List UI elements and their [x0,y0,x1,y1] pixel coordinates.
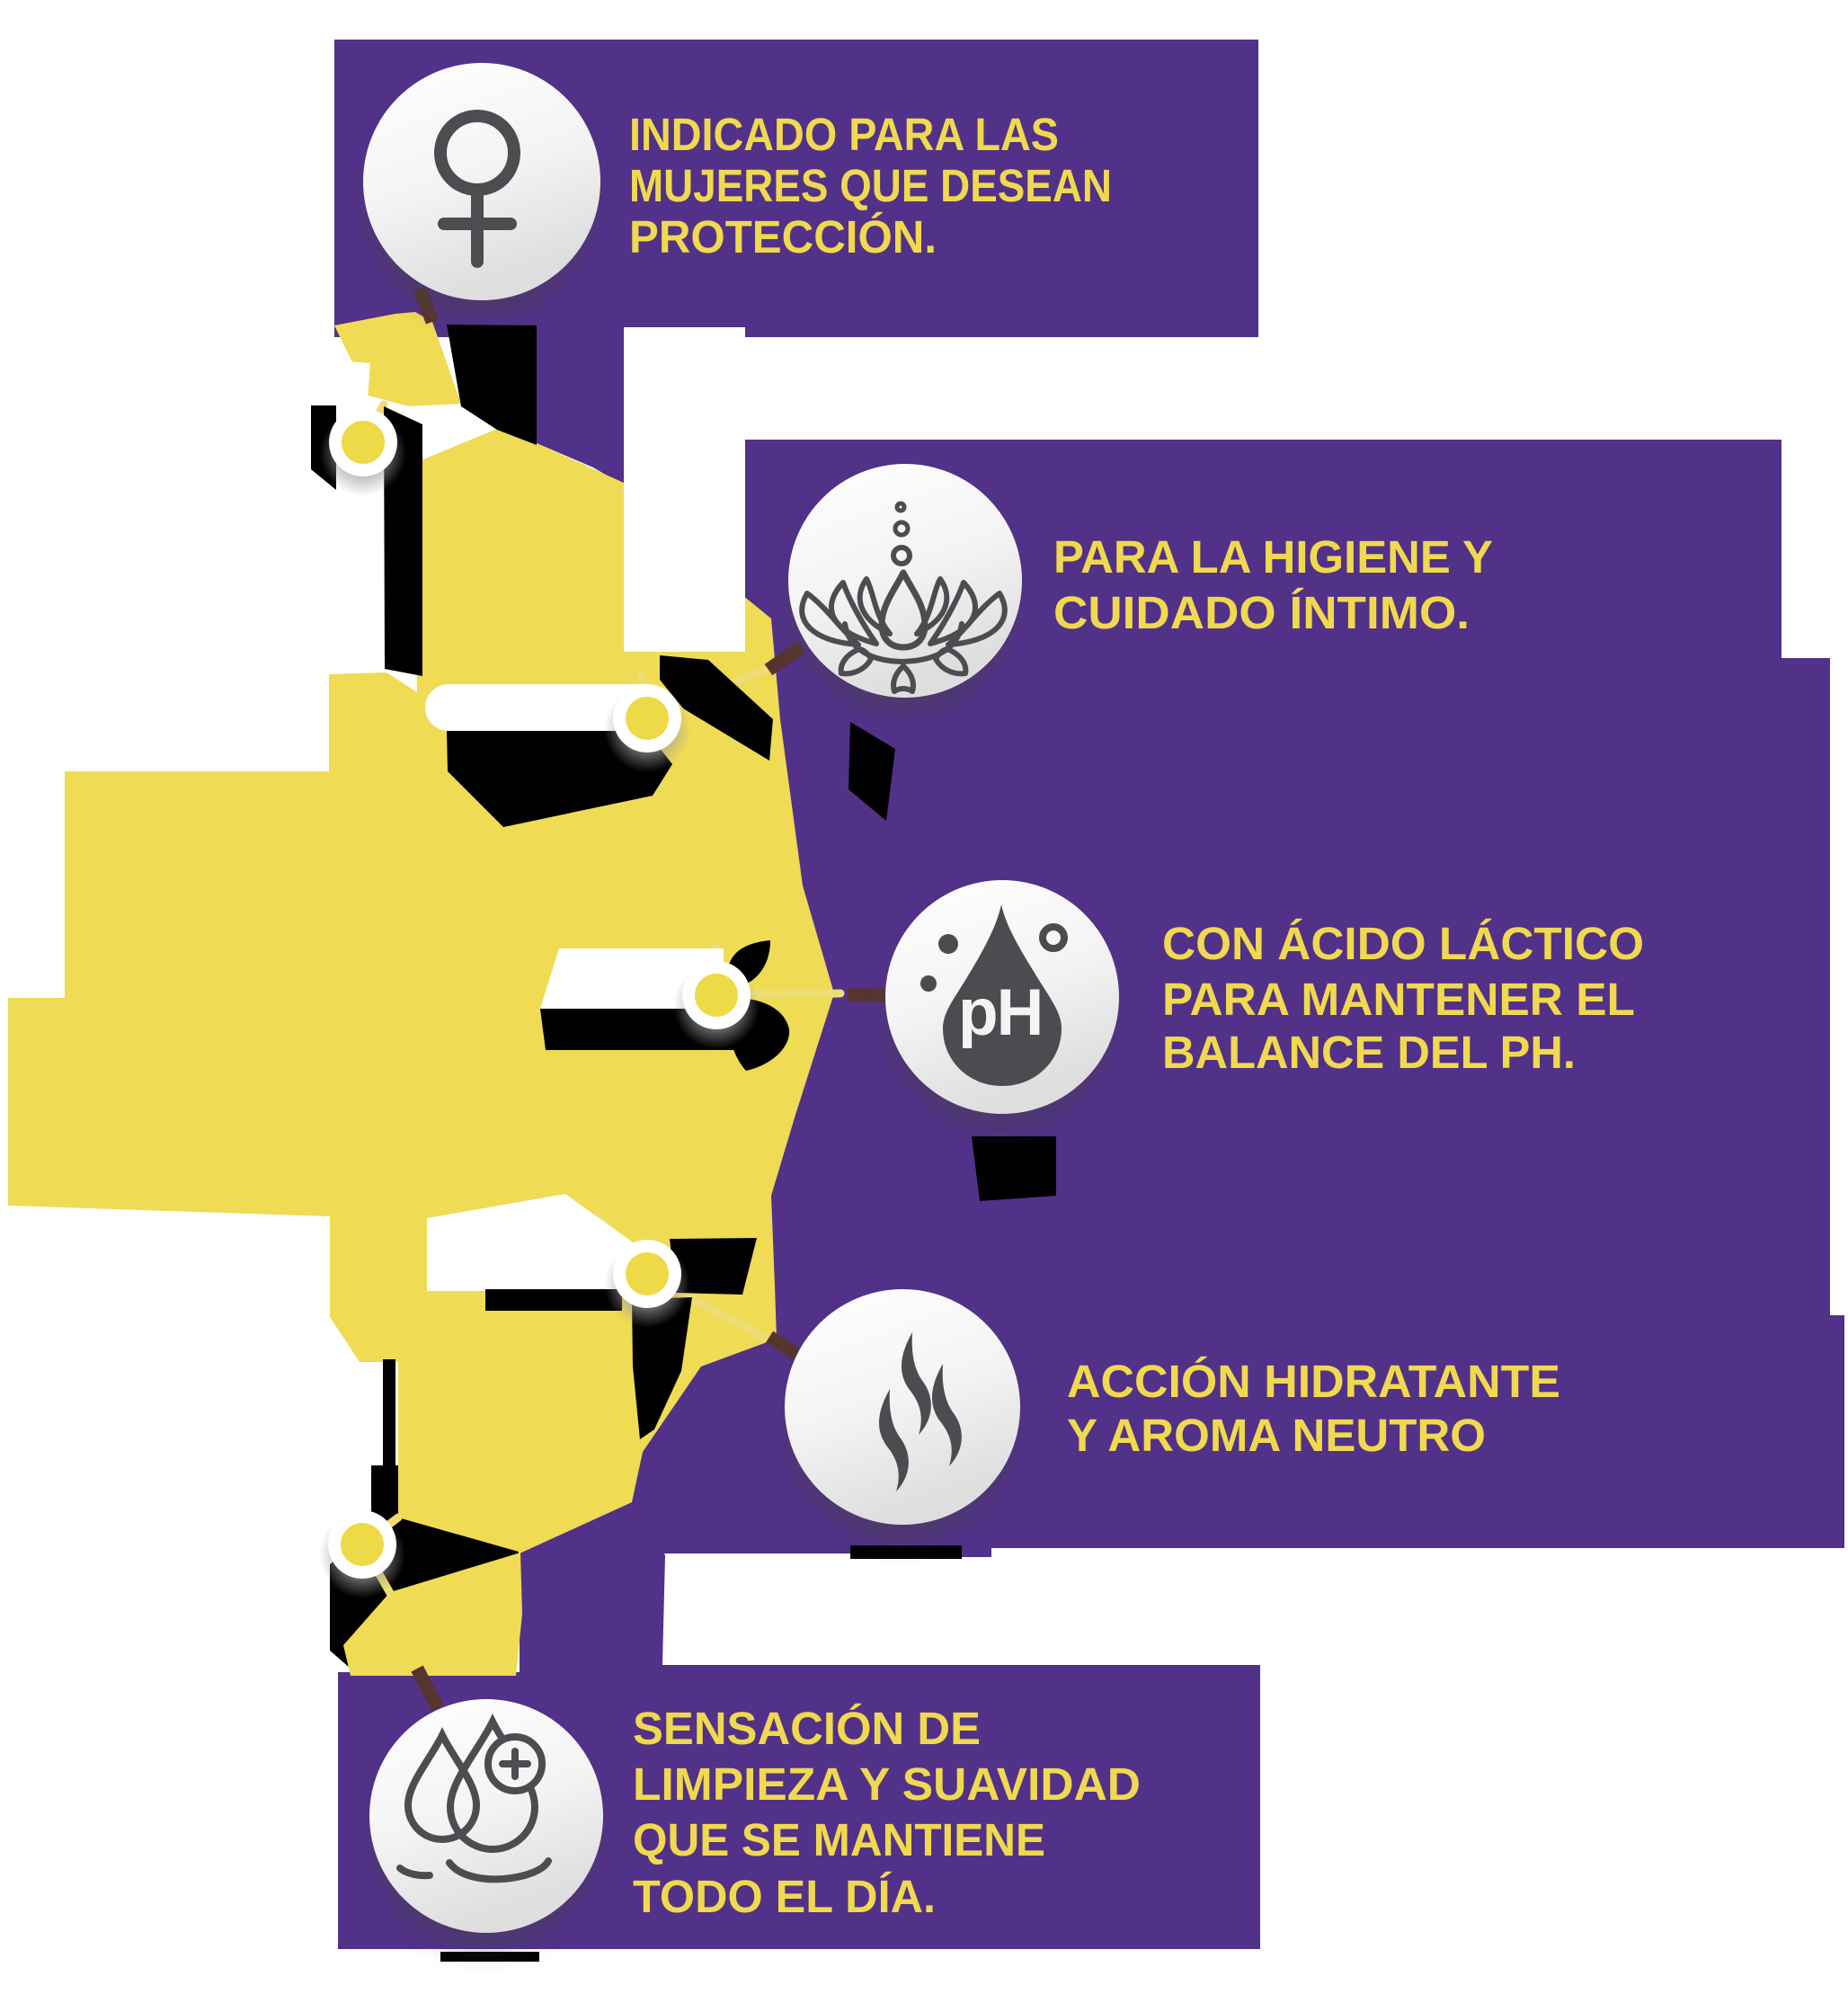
svg-text:pH: pH [958,976,1042,1049]
svg-text:QUE SE MANTIENE: QUE SE MANTIENE [633,1814,1045,1865]
svg-text:PROTECCIÓN.: PROTECCIÓN. [629,211,937,263]
svg-text:ACCIÓN HIDRATANTE: ACCIÓN HIDRATANTE [1067,1356,1560,1407]
svg-text:SENSACIÓN DE: SENSACIÓN DE [633,1703,981,1754]
svg-text:INDICADO PARA LAS: INDICADO PARA LAS [629,109,1059,160]
svg-text:Y AROMA NEUTRO: Y AROMA NEUTRO [1067,1410,1486,1461]
svg-text:PARA MANTENER EL: PARA MANTENER EL [1162,974,1635,1025]
svg-text:CUIDADO ÍNTIMO.: CUIDADO ÍNTIMO. [1053,587,1470,638]
svg-text:TODO EL DÍA.: TODO EL DÍA. [633,1871,936,1922]
svg-text:CON ÁCIDO LÁCTICO: CON ÁCIDO LÁCTICO [1162,918,1644,969]
svg-text:PARA LA HIGIENE Y: PARA LA HIGIENE Y [1053,531,1493,583]
svg-text:MUJERES QUE DESEAN: MUJERES QUE DESEAN [629,160,1112,211]
svg-text:BALANCE DEL PH.: BALANCE DEL PH. [1162,1027,1576,1078]
svg-text:LIMPIEZA Y SUAVIDAD: LIMPIEZA Y SUAVIDAD [633,1758,1141,1810]
